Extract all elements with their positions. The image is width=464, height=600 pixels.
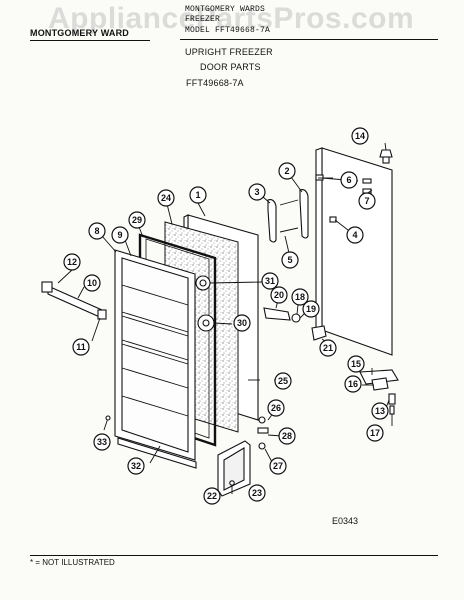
door-stop-screw	[379, 149, 393, 164]
svg-text:33: 33	[97, 437, 107, 447]
shelf-bar-end-left	[41, 281, 53, 293]
callout-7: 7	[358, 192, 376, 210]
header-brand-small: MONTGOMERY WARDS	[185, 5, 266, 14]
header-line-three: MODEL FFT49668-7A	[185, 26, 271, 35]
svg-text:10: 10	[87, 278, 97, 288]
callout-17: 17	[366, 424, 384, 442]
door-slot-upper	[362, 178, 372, 184]
callout-30: 30	[233, 314, 251, 332]
door-breaker-strip	[117, 437, 197, 469]
callout-25: 25	[274, 372, 292, 390]
header-rule	[180, 39, 438, 40]
svg-text:16: 16	[348, 379, 358, 389]
header-line-two: FREEZER	[185, 15, 221, 24]
svg-text:29: 29	[132, 215, 142, 225]
callout-6: 6	[340, 171, 358, 189]
callout-26: 26	[267, 399, 285, 417]
screw-33	[105, 415, 111, 421]
door-shelves	[121, 284, 189, 417]
svg-text:4: 4	[352, 230, 357, 240]
svg-text:1: 1	[195, 190, 200, 200]
callout-31: 31	[261, 272, 279, 290]
callout-1: 1	[189, 186, 207, 204]
svg-text:7: 7	[364, 196, 369, 206]
svg-text:20: 20	[274, 290, 284, 300]
svg-text:9: 9	[117, 230, 122, 240]
callout-10: 10	[83, 274, 101, 292]
svg-text:25: 25	[278, 376, 288, 386]
header-model: FFT49668-7A	[186, 78, 244, 88]
svg-text:27: 27	[273, 461, 283, 471]
watermark: AppliancePartsPros.com	[48, 2, 415, 35]
svg-text:15: 15	[351, 359, 361, 369]
svg-text:31: 31	[265, 276, 275, 286]
callout-29: 29	[128, 211, 146, 229]
svg-text:22: 22	[207, 491, 217, 501]
svg-text:17: 17	[370, 428, 380, 438]
door-stop-bracket	[263, 299, 306, 323]
callout-19: 19	[302, 300, 320, 318]
callout-14: 14	[351, 127, 369, 145]
callout-9: 9	[111, 226, 129, 244]
svg-text:30: 30	[237, 318, 247, 328]
callout-28: 28	[278, 427, 296, 445]
svg-text:3: 3	[254, 187, 259, 197]
svg-text:6: 6	[346, 175, 351, 185]
hinge-cover	[217, 440, 251, 497]
callout-23: 23	[248, 484, 266, 502]
svg-text:13: 13	[375, 406, 385, 416]
callout-4: 4	[346, 226, 364, 244]
diagram-code: E0343	[332, 516, 359, 526]
callout-8: 8	[88, 222, 106, 240]
svg-text:24: 24	[161, 193, 171, 203]
hinge-cover-screw	[229, 480, 235, 486]
header-title: UPRIGHT FREEZER	[185, 47, 273, 57]
callout-21: 21	[319, 339, 337, 357]
trim-cap-upper	[195, 275, 263, 291]
svg-text:19: 19	[306, 304, 316, 314]
door-liner	[114, 249, 196, 461]
door-slot-lower	[362, 188, 372, 194]
trim-cap-lower	[197, 314, 233, 332]
door-closer-pin	[257, 411, 283, 463]
callout-32: 32	[127, 457, 145, 475]
svg-text:14: 14	[355, 131, 365, 141]
svg-text:28: 28	[282, 431, 292, 441]
svg-text:8: 8	[94, 226, 99, 236]
shelf-bar-end-right	[97, 309, 107, 320]
svg-text:18: 18	[295, 292, 305, 302]
callout-24: 24	[157, 189, 175, 207]
svg-text:11: 11	[76, 342, 86, 352]
callout-27: 27	[269, 457, 287, 475]
callout-20: 20	[270, 286, 288, 304]
callout-13: 13	[371, 402, 389, 420]
callout-15: 15	[347, 355, 365, 373]
door-handle-assembly	[267, 174, 337, 243]
header-rule-left	[30, 40, 150, 41]
header-brand-left: MONTGOMERY WARD	[30, 28, 129, 38]
callout-16: 16	[344, 375, 362, 393]
callout-5: 5	[281, 251, 299, 269]
callout-11: 11	[72, 338, 90, 356]
svg-text:23: 23	[252, 488, 262, 498]
svg-text:32: 32	[131, 461, 141, 471]
svg-text:26: 26	[271, 403, 281, 413]
callout-18: 18	[291, 288, 309, 306]
callout-3: 3	[248, 183, 266, 201]
header-subtitle: DOOR PARTS	[200, 62, 261, 72]
svg-text:2: 2	[284, 166, 289, 176]
callout-2: 2	[278, 162, 296, 180]
svg-text:21: 21	[323, 343, 333, 353]
svg-text:5: 5	[287, 255, 292, 265]
footer-rule	[30, 555, 438, 556]
callout-22: 22	[203, 487, 221, 505]
callout-33: 33	[93, 433, 111, 451]
svg-text:12: 12	[67, 257, 77, 267]
door-hinge	[359, 368, 399, 391]
footnote: * = NOT ILLUSTRATED	[30, 558, 115, 567]
shelf-bar	[41, 281, 107, 320]
callout-12: 12	[63, 253, 81, 271]
